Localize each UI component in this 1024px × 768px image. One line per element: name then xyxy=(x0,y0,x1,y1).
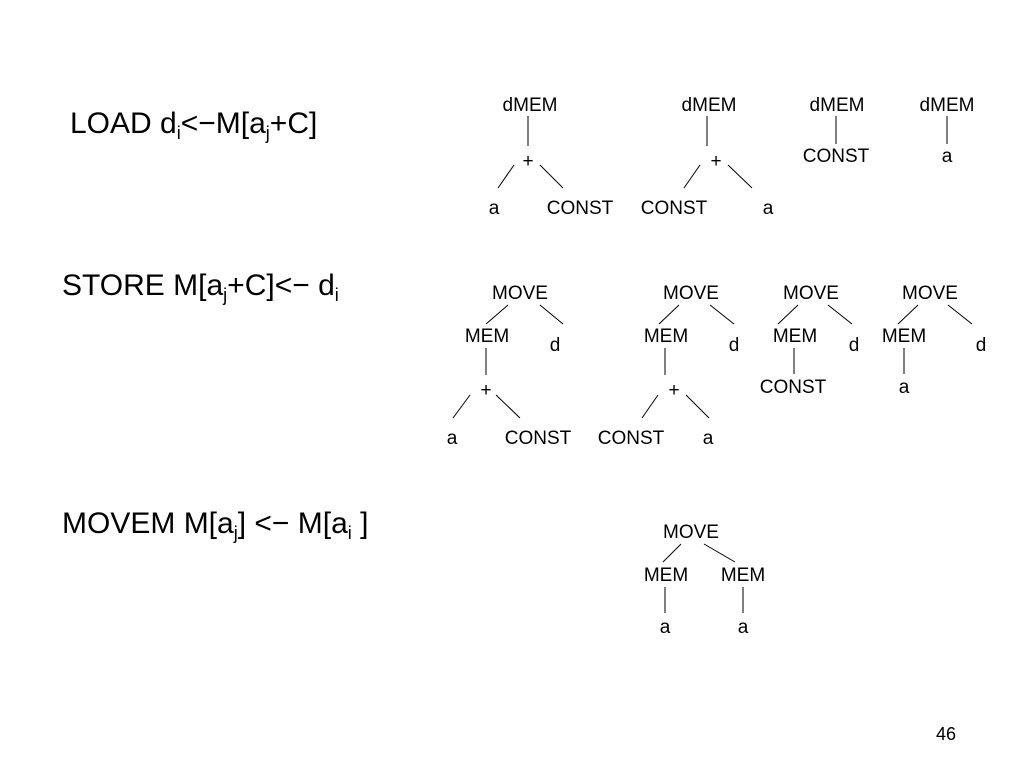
node-const: CONST xyxy=(505,428,572,449)
load-dest: di<−M[aj+C] xyxy=(160,107,318,143)
store-rule: STORE M[aj+C]<− di xyxy=(62,268,339,304)
edge xyxy=(662,543,682,563)
node-move: MOVE xyxy=(663,522,719,543)
page-number: 46 xyxy=(936,724,957,744)
node-d: d xyxy=(976,335,987,356)
edge xyxy=(641,394,659,419)
node-plus: + xyxy=(480,380,491,401)
node-const: CONST xyxy=(760,377,827,398)
load-tree-1: dMEM + a CONST xyxy=(489,95,614,219)
node-a: a xyxy=(660,617,671,638)
node-a: a xyxy=(703,428,714,449)
store-tree-3: MOVE MEM d CONST xyxy=(760,283,860,398)
node-move: MOVE xyxy=(902,283,958,304)
node-mem: MEM xyxy=(721,565,765,586)
load-op: LOAD xyxy=(70,107,152,140)
edge xyxy=(683,164,701,189)
store-tree-2: MOVE MEM d + CONST a xyxy=(598,283,740,449)
node-mem: MEM xyxy=(773,326,817,347)
edge xyxy=(539,304,564,325)
edge xyxy=(703,543,736,563)
node-move: MOVE xyxy=(492,283,548,304)
load-rule: LOAD di<−M[aj+C] xyxy=(70,106,317,142)
edge xyxy=(658,304,680,325)
node-mem: MEM xyxy=(644,326,688,347)
node-plus: + xyxy=(710,151,721,172)
node-plus: + xyxy=(522,151,533,172)
node-const: CONST xyxy=(598,428,665,449)
node-mem: MEM xyxy=(465,326,509,347)
node-a: a xyxy=(738,617,749,638)
edge xyxy=(452,394,471,419)
edge xyxy=(497,164,515,189)
node-d: d xyxy=(550,335,561,356)
edge xyxy=(777,304,799,325)
node-const: CONST xyxy=(641,198,708,219)
node-a: a xyxy=(489,198,500,219)
edge xyxy=(827,304,853,325)
node-move: MOVE xyxy=(783,283,839,304)
node-dmem: dMEM xyxy=(810,95,865,116)
node-mem: MEM xyxy=(644,565,688,586)
node-dmem: dMEM xyxy=(503,95,558,116)
movem-expr: M[aj] <− M[ai ] xyxy=(183,507,369,543)
load-tree-2: dMEM + CONST a xyxy=(641,95,774,219)
node-dmem: dMEM xyxy=(920,95,975,116)
edge xyxy=(495,394,521,419)
edge xyxy=(709,304,735,325)
edge xyxy=(727,164,753,189)
node-plus: + xyxy=(668,380,679,401)
node-d: d xyxy=(729,335,740,356)
movem-rule: MOVEM M[aj] <− M[ai ] xyxy=(62,506,368,542)
node-mem: MEM xyxy=(882,326,926,347)
node-a: a xyxy=(447,428,458,449)
node-d: d xyxy=(849,335,860,356)
node-a: a xyxy=(763,198,774,219)
store-tree-4: MOVE MEM d a xyxy=(882,283,986,398)
edge xyxy=(539,164,564,189)
node-dmem: dMEM xyxy=(682,95,737,116)
movem-op: MOVEM xyxy=(62,507,176,540)
node-const: CONST xyxy=(547,198,614,219)
node-const: CONST xyxy=(803,146,870,167)
node-move: MOVE xyxy=(663,283,719,304)
load-tree-4: dMEM a xyxy=(920,95,975,167)
load-tree-3: dMEM CONST xyxy=(803,95,870,167)
node-a: a xyxy=(899,377,910,398)
edge xyxy=(947,304,973,325)
node-a: a xyxy=(942,146,953,167)
store-expr: M[aj+C]<− di xyxy=(173,269,339,305)
movem-tree: MOVE MEM MEM a a xyxy=(644,522,765,638)
edge xyxy=(897,304,919,325)
store-op: STORE xyxy=(62,269,165,302)
edge xyxy=(485,304,509,325)
edge xyxy=(685,394,710,419)
store-tree-1: MOVE MEM d + a CONST xyxy=(447,283,572,449)
